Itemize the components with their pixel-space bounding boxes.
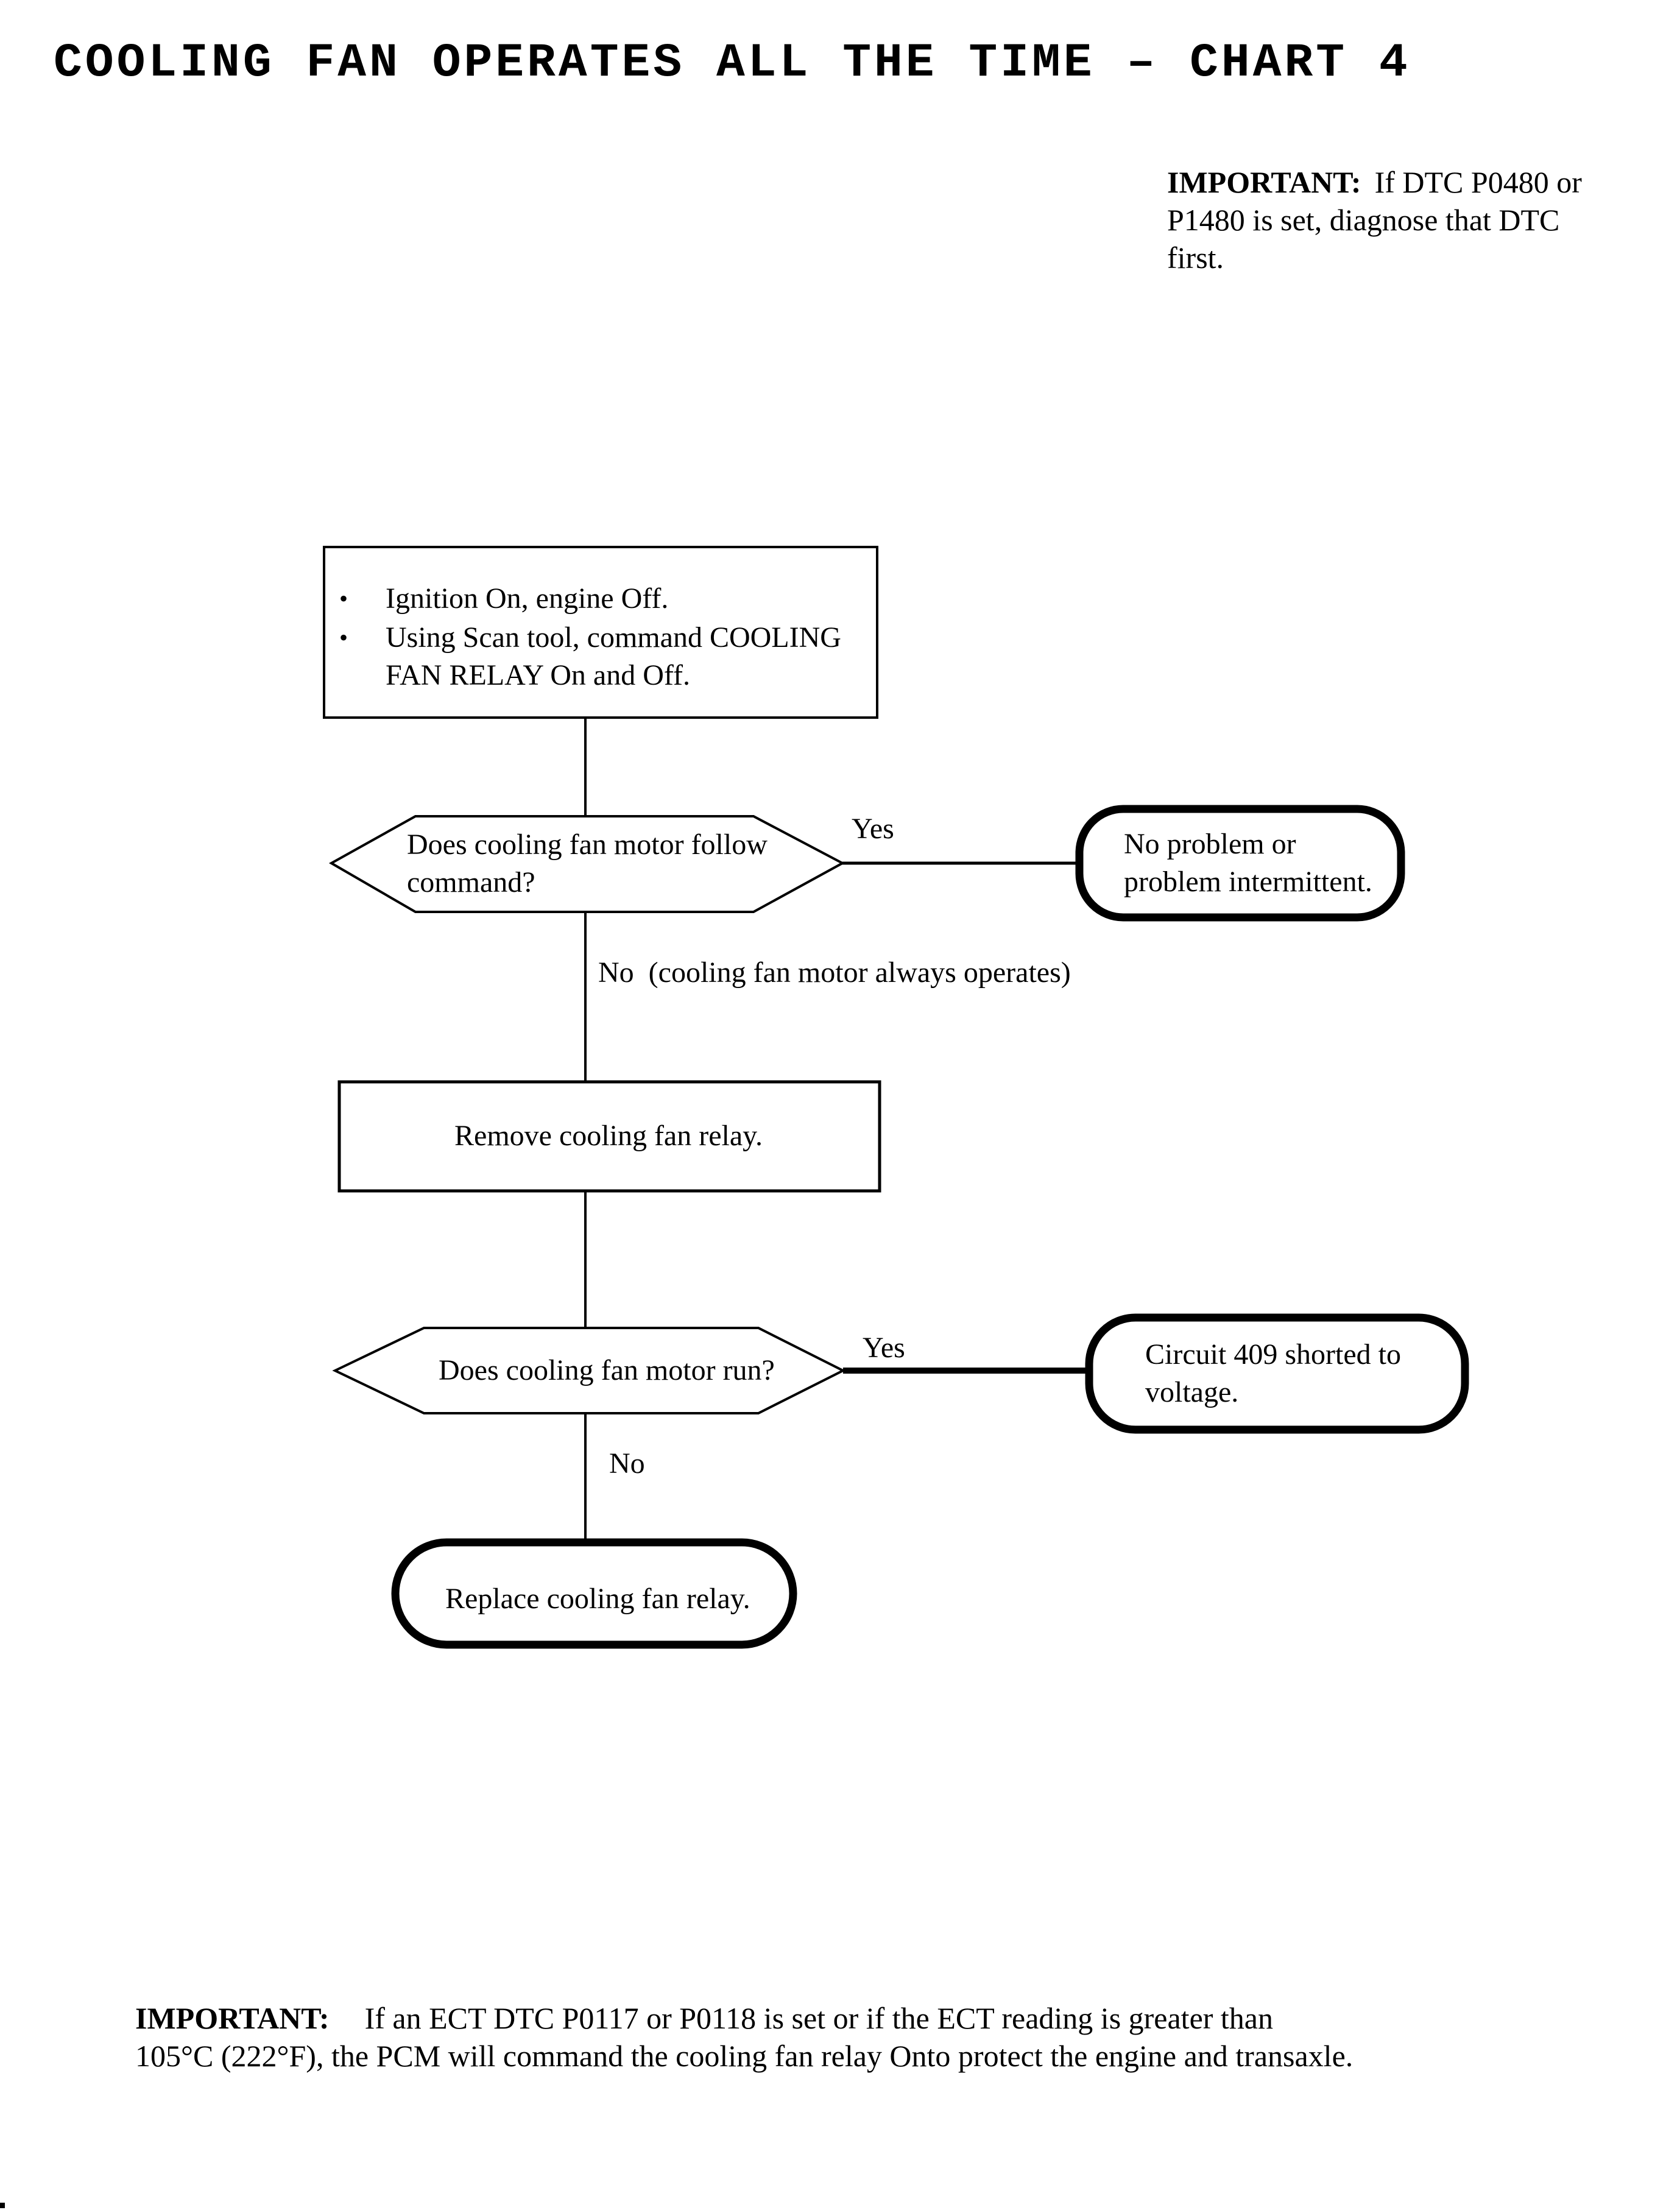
start-box-outline xyxy=(323,546,878,719)
terminal1-outline xyxy=(1075,805,1405,922)
decision1-line1: Does cooling fan motor follow xyxy=(407,828,768,861)
decision1-line2: command? xyxy=(407,866,535,898)
bottom-important-note: IMPORTANT: If an ECT DTC P0117 or P0118 i… xyxy=(135,1999,1353,2075)
decision1-yes-label: Yes xyxy=(852,813,894,845)
bullet-icon: • xyxy=(339,585,348,612)
decision2-yes-label: Yes xyxy=(863,1332,905,1364)
start-step-1: • Ignition On, engine Off. xyxy=(339,580,869,618)
decision1-text: Does cooling fan motor follow command? xyxy=(407,826,768,902)
top-note-line1: IMPORTANT: If DTC P0480 or xyxy=(1167,163,1582,201)
top-important-note: IMPORTANT: If DTC P0480 or P1480 is set, … xyxy=(1167,163,1582,277)
decision1-no-label: No (cooling fan motor always operates) xyxy=(598,956,1071,989)
top-note-line3: first. xyxy=(1167,241,1224,275)
terminal2-text: Circuit 409 shorted to voltage. xyxy=(1145,1336,1401,1411)
top-note-label: IMPORTANT: xyxy=(1167,165,1361,199)
terminal2-line2: voltage. xyxy=(1145,1376,1239,1408)
bullet-icon: • xyxy=(339,624,348,651)
start-step-2-text: Using Scan tool, command COOLING FAN REL… xyxy=(386,621,841,691)
decision2-text: Does cooling fan motor run? xyxy=(439,1354,775,1386)
terminal3-text: Replace cooling fan relay. xyxy=(445,1583,750,1615)
start-step-2: • Using Scan tool, command COOLING FAN R… xyxy=(339,619,869,694)
terminal2-outline xyxy=(1085,1313,1469,1434)
page-title: COOLING FAN OPERATES ALL THE TIME – CHAR… xyxy=(54,37,1411,90)
start-box-content: • Ignition On, engine Off. • Using Scan … xyxy=(339,580,869,696)
decision2-no-label: No xyxy=(609,1447,645,1480)
terminal1-line2: problem intermittent. xyxy=(1124,866,1372,898)
process1-box-outline xyxy=(337,1080,881,1193)
scan-artifact xyxy=(0,2203,5,2208)
terminal2-line1: Circuit 409 shorted to xyxy=(1145,1338,1401,1371)
terminal1-line1: No problem or xyxy=(1124,828,1296,860)
terminal1-text: No problem or problem intermittent. xyxy=(1124,825,1372,901)
top-note-line1-text: If DTC P0480 or xyxy=(1374,165,1582,199)
terminal3-outline xyxy=(391,1538,797,1649)
bottom-note-line2: 105°C (222°F), the PCM will command the … xyxy=(135,2039,1354,2073)
process1-text: Remove cooling fan relay. xyxy=(454,1120,763,1152)
top-note-line2: P1480 is set, diagnose that DTC xyxy=(1167,203,1560,237)
bottom-note-label: IMPORTANT: xyxy=(135,2001,330,2035)
bottom-note-line1: IMPORTANT: If an ECT DTC P0117 or P0118 i… xyxy=(135,1999,1353,2037)
start-step-1-text: Ignition On, engine Off. xyxy=(386,582,669,615)
bottom-note-line1-text: If an ECT DTC P0117 or P0118 is set or i… xyxy=(364,2001,1273,2035)
